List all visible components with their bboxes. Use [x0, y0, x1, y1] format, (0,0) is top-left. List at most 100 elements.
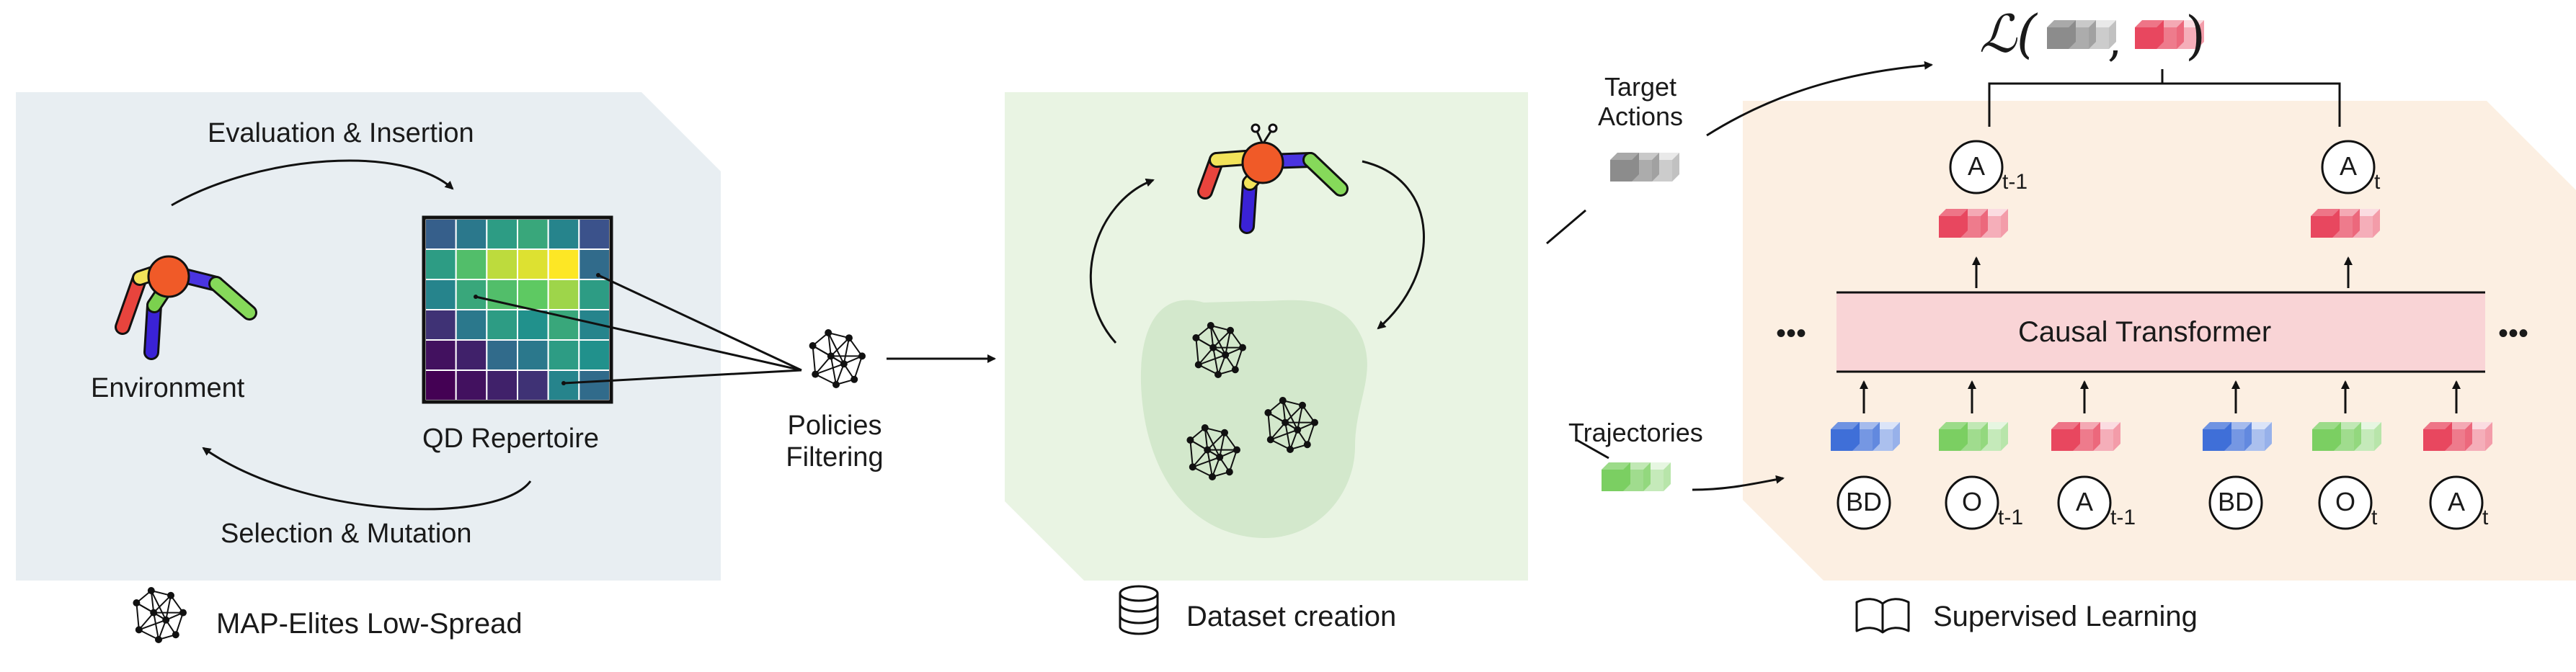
- input-token: [2051, 422, 2120, 451]
- input-circle: [1836, 475, 1891, 530]
- repertoire-cell: [517, 248, 549, 280]
- qd-repertoire-grid: [425, 218, 610, 401]
- causal-transformer-block: [1836, 292, 2485, 372]
- book-icon: [1855, 598, 1910, 634]
- policy-network-icon: [1264, 397, 1318, 453]
- target-line-1: Target: [1604, 72, 1677, 102]
- repertoire-cell: [517, 218, 549, 250]
- trajectories-label: Trajectories: [1568, 418, 1703, 447]
- repertoire-cell: [578, 248, 610, 280]
- output-circle-subscript: t: [2374, 170, 2381, 194]
- loop-arrow-up: [1089, 178, 1155, 344]
- output-token: [1939, 209, 2008, 238]
- input-circle: [2208, 475, 2263, 530]
- target-connector: [1546, 209, 1586, 245]
- output-token: [2311, 209, 2380, 238]
- robot-dataset-icon: [1197, 123, 1349, 234]
- database-icon: [1119, 585, 1159, 635]
- supervised-learning-caption: Supervised Learning: [1933, 601, 2198, 632]
- repertoire-cell: [486, 218, 518, 250]
- robot-environment-icon: [115, 255, 257, 360]
- repertoire-cell: [425, 218, 457, 250]
- map-elites-caption: MAP-Elites Low-Spread: [216, 608, 523, 640]
- network-icon: [133, 587, 187, 643]
- input-circle: [2429, 475, 2484, 530]
- repertoire-cell: [486, 369, 518, 401]
- qd-repertoire-label: QD Repertoire: [422, 424, 599, 454]
- loss-pred-token: [2135, 20, 2204, 49]
- environment-label: Environment: [91, 373, 245, 403]
- repertoire-cell: [455, 248, 488, 280]
- repertoire-cell: [455, 309, 488, 341]
- loss-target-token: [2047, 20, 2116, 49]
- policy-network-icon: [809, 329, 866, 388]
- repertoire-cell: [455, 369, 488, 401]
- dataset-creation-caption: Dataset creation: [1186, 601, 1397, 632]
- repertoire-cell: [547, 339, 580, 371]
- output-circle: [1949, 140, 2004, 194]
- repertoire-cell: [578, 339, 610, 371]
- input-circle-label: O: [2335, 487, 2355, 516]
- loss-bracket: [1988, 82, 2341, 127]
- input-circle-subscript: t-1: [1998, 506, 2024, 529]
- loss-symbol: ℒ(: [1979, 4, 2037, 64]
- ellipsis-left: •••: [1776, 318, 1807, 349]
- input-circle-subscript: t: [2482, 506, 2489, 529]
- robot-body: [1241, 141, 1284, 184]
- input-token: [2203, 422, 2272, 451]
- repertoire-cell: [578, 369, 610, 401]
- repertoire-cell: [578, 218, 610, 250]
- target-action-token: [1610, 153, 1679, 182]
- policy-network-icon: [1186, 424, 1240, 480]
- repertoire-cell: [425, 369, 457, 401]
- input-token: [1831, 422, 1900, 451]
- input-circle: [1945, 475, 1999, 530]
- link-line: [563, 369, 802, 385]
- input-circle-label: BD: [2217, 487, 2254, 516]
- input-circle-label: BD: [1845, 487, 1882, 516]
- repertoire-cell: [578, 279, 610, 310]
- input-circle-subscript: t-1: [2110, 506, 2136, 529]
- filter-line-2: Filtering: [786, 442, 884, 472]
- link-line: [475, 295, 802, 372]
- target-line-2: Actions: [1597, 102, 1684, 132]
- token-group: [1602, 20, 2492, 491]
- input-token: [1939, 422, 2008, 451]
- evaluation-arrow: [171, 159, 454, 207]
- input-circle-label: A: [2447, 487, 2465, 516]
- repertoire-cell: [547, 218, 580, 250]
- target-arrow: [1706, 61, 1933, 137]
- repertoire-cell: [486, 339, 518, 371]
- output-circle: [2321, 140, 2376, 194]
- repertoire-cell: [425, 309, 457, 341]
- policy-network-icon: [1192, 322, 1246, 378]
- repertoire-cell: [425, 339, 457, 371]
- loss-comma: ,: [2108, 14, 2123, 67]
- repertoire-cell: [547, 248, 580, 280]
- filter-line-1: Policies: [787, 411, 882, 441]
- repertoire-cell: [455, 339, 488, 371]
- link-line: [598, 274, 802, 372]
- repertoire-cell: [517, 279, 549, 310]
- input-circle-label: A: [2075, 487, 2093, 516]
- target-actions-label: Target Actions: [1590, 72, 1691, 132]
- ellipsis-right: •••: [2498, 318, 2529, 349]
- trajectory-token: [1602, 462, 1671, 491]
- repertoire-cell: [486, 309, 518, 341]
- left-panel: [16, 92, 721, 581]
- repertoire-cell: [455, 279, 488, 310]
- trajectory-arrow: [1692, 475, 1785, 491]
- repertoire-cell: [517, 309, 549, 341]
- loop-arrow-down: [1362, 160, 1425, 330]
- input-circle-label: O: [1961, 487, 1982, 516]
- input-circle: [2318, 475, 2373, 530]
- trajectory-connector: [1575, 438, 1609, 460]
- repertoire-frame: [422, 215, 613, 404]
- repertoire-cell: [425, 248, 457, 280]
- repertoire-cell: [547, 279, 580, 310]
- repertoire-cell: [425, 279, 457, 310]
- repertoire-cell: [486, 248, 518, 280]
- input-circle-subscript: t: [2371, 506, 2378, 529]
